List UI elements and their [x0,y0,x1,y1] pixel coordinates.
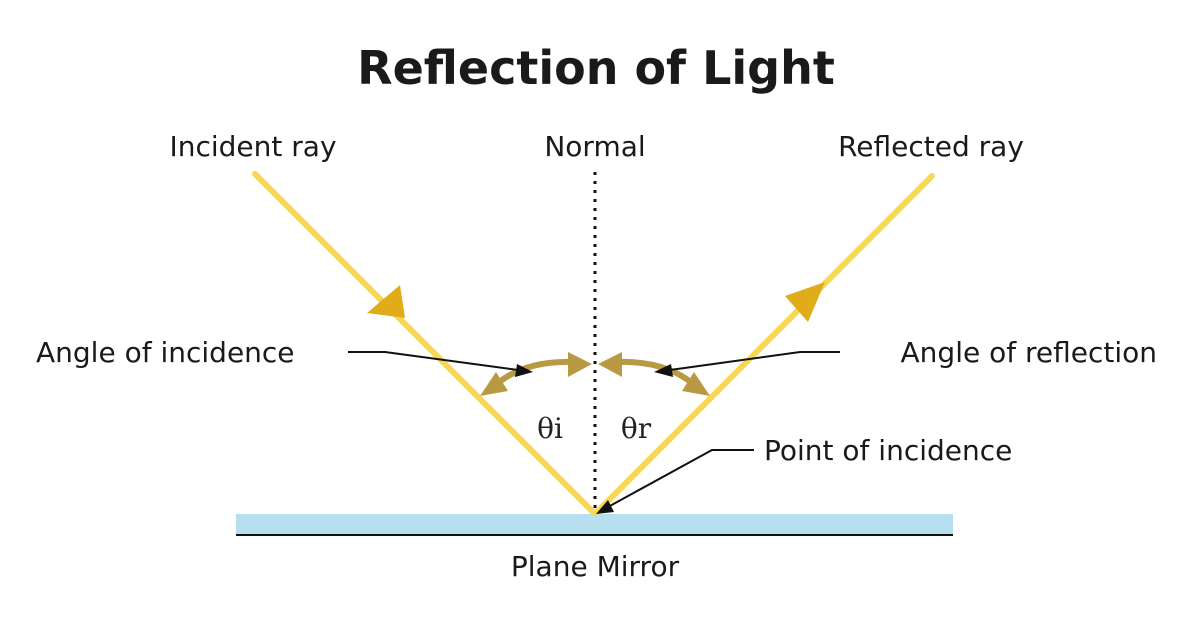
reflected-ray-label: Reflected ray [838,130,1024,163]
reflected-ray [594,173,935,515]
plane-mirror-label: Plane Mirror [511,550,680,583]
point-of-incidence-leader-line [607,449,754,508]
theta-r-label: θr [621,412,652,445]
incident-ray-arrow [367,285,405,318]
incident-ray-label: Incident ray [169,130,336,163]
incident-ray [252,171,596,515]
incidence-angle-arc [495,358,577,387]
incidence-arc-arrowhead-left [480,372,508,396]
incidence-leader-line [348,351,519,371]
reflection-leader-line [669,351,840,371]
angle-of-incidence-label: Angle of incidence [36,336,295,369]
angle-of-reflection-label: Angle of reflection [901,336,1157,369]
incidence-leader-arrowhead [515,364,533,377]
point-of-incidence-label: Point of incidence [764,434,1012,467]
reflection-leader-arrowhead [654,364,673,377]
reflected-ray-arrow [785,282,825,322]
reflection-arc-arrowhead-left [598,352,622,377]
reflection-arc-arrowhead-right [682,372,710,396]
incidence-arc-arrowhead-right [568,352,592,377]
point-of-incidence-leader-arrowhead [596,500,614,514]
plane-mirror [236,514,953,534]
diagram-title: Reflection of Light [357,41,835,95]
normal-label: Normal [544,130,645,163]
reflection-angle-arc [613,358,695,387]
theta-i-label: θi [537,412,563,445]
